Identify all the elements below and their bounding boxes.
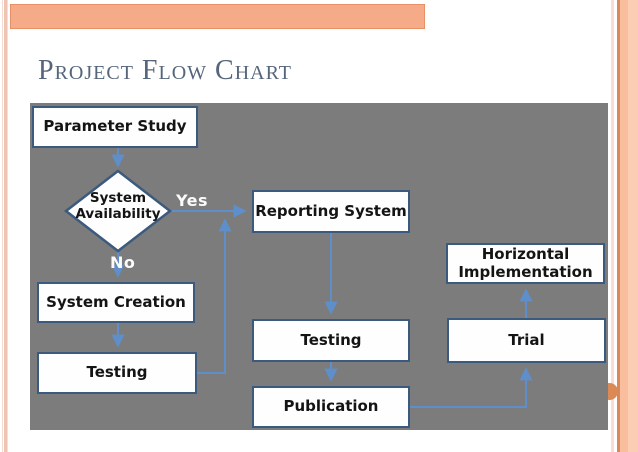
branch-label-yes: Yes	[176, 191, 208, 210]
right-edge-stripe	[614, 0, 617, 452]
right-edge-stripe	[620, 0, 628, 452]
branch-label-no: No	[110, 253, 136, 272]
node-parameter-study: Parameter Study	[32, 106, 198, 148]
node-testing-middle: Testing	[252, 319, 410, 362]
node-system-availability: System Availability	[75, 190, 161, 222]
slide-title: Project Flow Chart	[38, 55, 292, 86]
right-edge-stripe	[617, 0, 620, 452]
node-publication: Publication	[252, 386, 410, 428]
flowchart-connectors	[63, 148, 533, 408]
top-accent-bar	[10, 4, 425, 29]
left-edge-stripe	[7, 0, 8, 452]
node-trial: Trial	[447, 318, 606, 363]
connector-publication-to-trial	[410, 367, 533, 408]
right-edge-stripe	[628, 0, 638, 452]
connector-testing-feedback	[197, 218, 232, 374]
node-system-creation: System Creation	[37, 282, 195, 323]
right-edge-stripe	[611, 0, 614, 452]
left-edge-stripe	[2, 0, 3, 452]
node-horizontal-implementation: Horizontal Implementation	[446, 243, 605, 284]
left-edge-stripe	[4, 0, 7, 452]
flowchart-area: Parameter Study System Availability Yes …	[30, 103, 608, 430]
node-testing-left: Testing	[37, 352, 197, 394]
node-reporting-system: Reporting System	[252, 190, 410, 233]
decision-diamond-shape	[63, 169, 173, 253]
